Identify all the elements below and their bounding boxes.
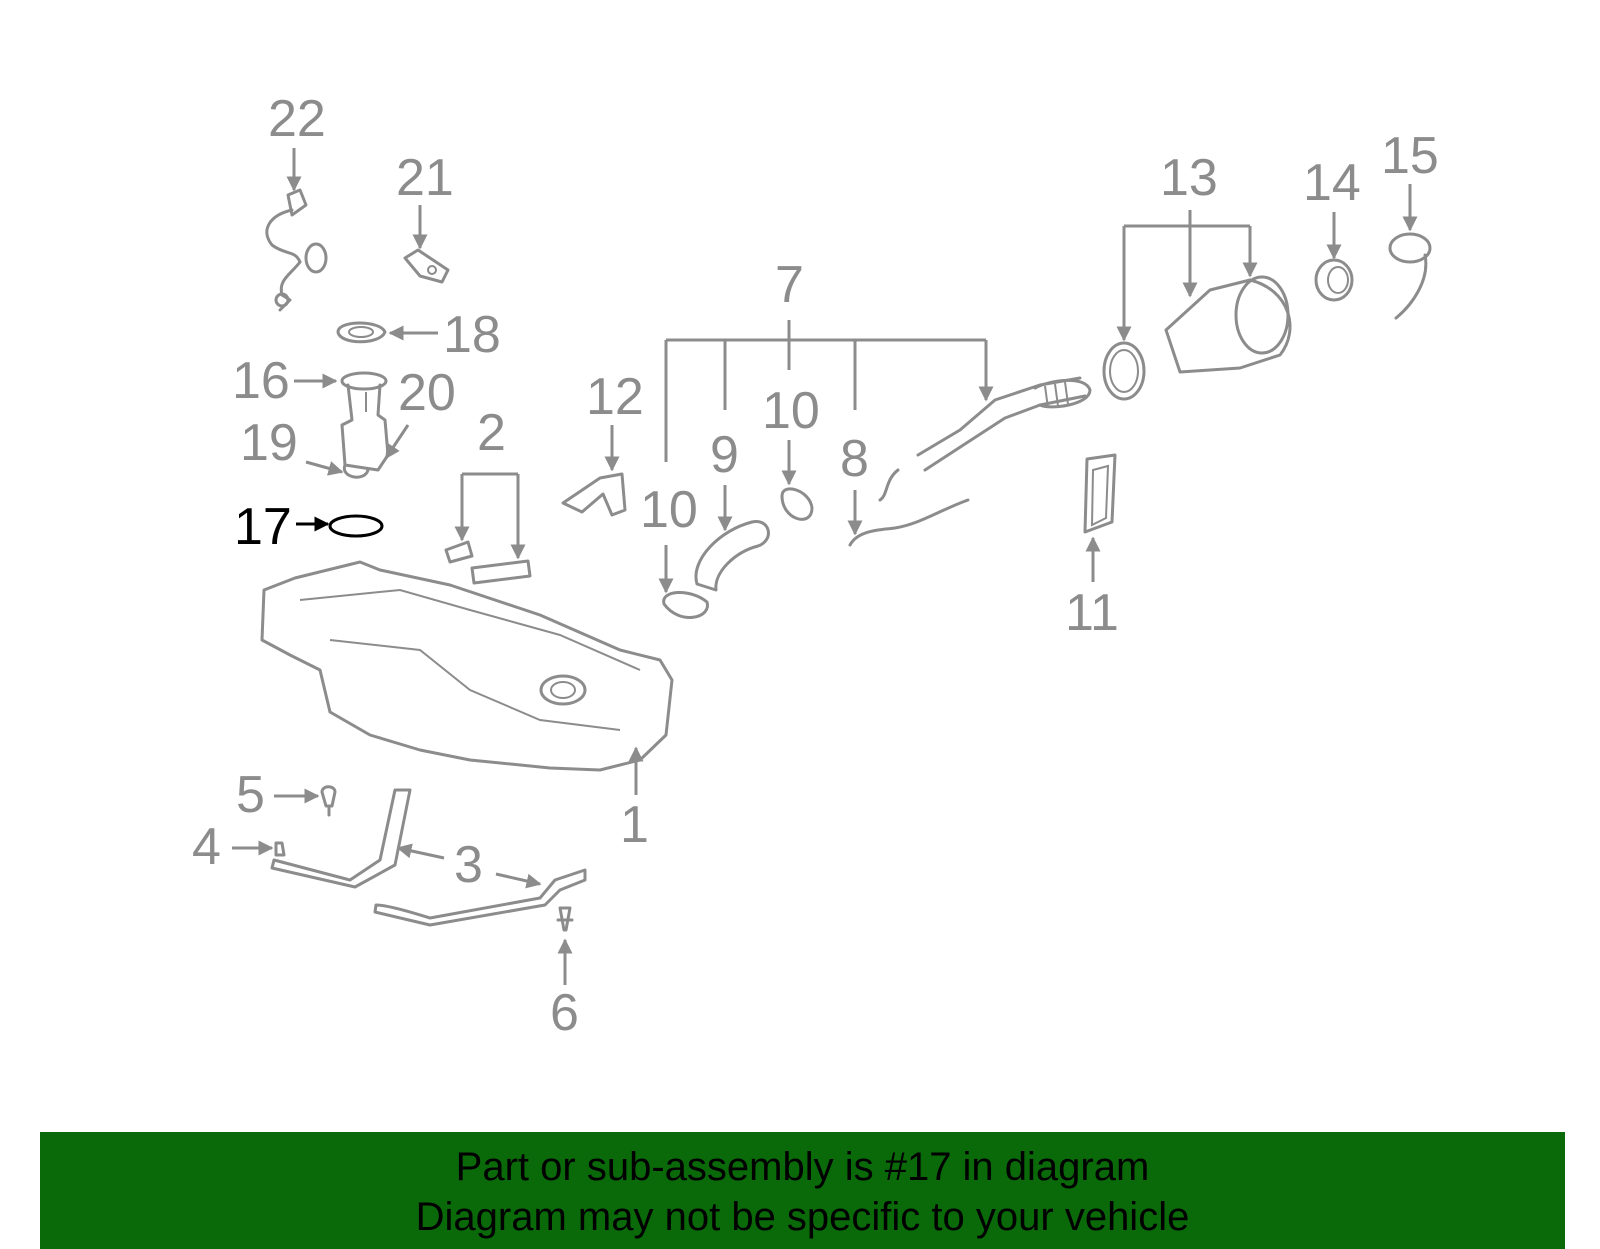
part-10-clamp-lower[interactable] [662, 590, 709, 619]
part-22-wiring-harness[interactable] [265, 188, 328, 312]
callout-22: 22 [268, 90, 326, 148]
callout-12: 12 [586, 368, 644, 426]
part-21-clip[interactable] [403, 248, 450, 284]
leader-lines [232, 148, 1418, 985]
callout-15: 15 [1381, 127, 1439, 185]
callout-8: 8 [840, 430, 869, 488]
part-13-filler-housing[interactable] [1102, 275, 1292, 401]
callout-labels: 22 21 18 16 20 19 17 2 12 7 10 9 10 8 11… [192, 90, 1439, 1042]
part-17-o-ring[interactable] [328, 514, 384, 538]
part-3-tank-straps[interactable] [270, 788, 587, 927]
callout-5: 5 [236, 766, 265, 824]
callout-11: 11 [1065, 584, 1119, 642]
part-4-bolt[interactable] [274, 841, 286, 857]
callout-9: 9 [710, 426, 739, 484]
part-5-bolt[interactable] [320, 785, 337, 817]
part-6-bolt[interactable] [556, 906, 574, 932]
banner-line-1: Part or sub-assembly is #17 in diagram [455, 1145, 1150, 1189]
callout-1: 1 [620, 796, 649, 854]
callout-4: 4 [192, 818, 221, 876]
part-16-fuel-pump-module[interactable] [340, 371, 390, 479]
part-18-lock-ring[interactable] [336, 321, 387, 344]
callout-20: 20 [398, 364, 456, 422]
part-1-fuel-tank[interactable] [260, 560, 674, 772]
callout-21: 21 [396, 149, 454, 207]
part-11-bracket[interactable] [1083, 453, 1117, 534]
part-9-hose[interactable] [694, 520, 770, 592]
callout-16: 16 [232, 352, 290, 410]
callout-10-lower: 10 [640, 481, 698, 539]
part-14-grommet[interactable] [1314, 258, 1354, 302]
banner-line-2: Diagram may not be specific to your vehi… [415, 1195, 1190, 1239]
callout-19: 19 [240, 414, 298, 472]
part-12-shield[interactable] [561, 472, 627, 517]
callout-2: 2 [477, 404, 506, 462]
part-10-clamp-upper[interactable] [780, 487, 814, 521]
callout-14: 14 [1303, 154, 1361, 212]
part-15-fuel-cap[interactable] [1388, 232, 1432, 320]
callout-6: 6 [550, 984, 579, 1042]
callout-13: 13 [1160, 149, 1218, 207]
callout-18: 18 [443, 306, 501, 364]
callout-7: 7 [775, 256, 804, 314]
callout-17[interactable]: 17 [234, 498, 292, 556]
info-banner: Part or sub-assembly is #17 in diagram D… [40, 1132, 1565, 1249]
callout-3: 3 [454, 836, 483, 894]
part-2-insulator-pads[interactable] [444, 540, 532, 585]
callout-10-upper: 10 [762, 382, 820, 440]
part-7-filler-pipe[interactable] [916, 376, 1092, 472]
